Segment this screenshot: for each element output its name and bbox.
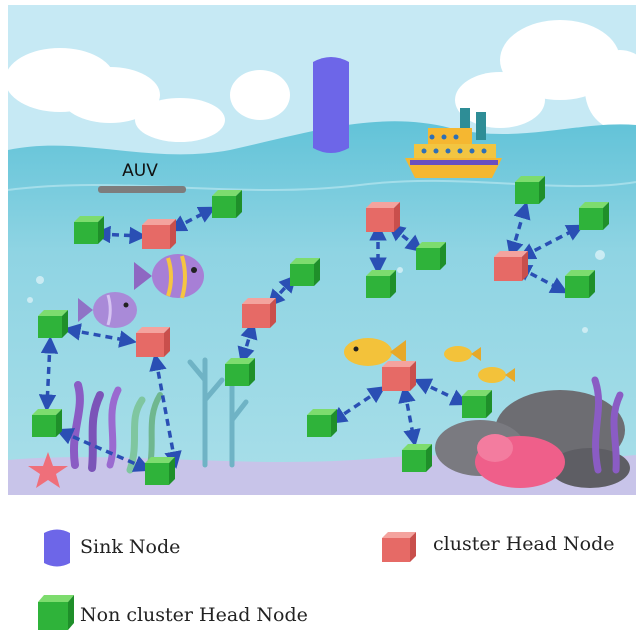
seaweed-right — [591, 376, 624, 474]
purple-fish-1 — [134, 254, 204, 299]
starfish — [28, 452, 68, 488]
non-cluster-head-node — [462, 390, 492, 418]
legend-non-cluster-head-node-label: Non cluster Head Node — [80, 604, 308, 626]
legend-cluster-head-node-label: cluster Head Node — [433, 533, 615, 555]
purple-fish-2 — [78, 292, 137, 328]
link — [506, 201, 531, 259]
non-cluster-head-node — [366, 270, 396, 298]
coral-branches — [187, 357, 249, 468]
wave-line — [7, 179, 637, 191]
non-cluster-head-node — [290, 258, 320, 286]
link — [237, 321, 258, 365]
non-cluster-head-node — [32, 409, 62, 437]
sink-node-icon — [44, 529, 70, 567]
non-cluster-head-node — [402, 444, 432, 472]
non-cluster-head-node — [225, 358, 255, 386]
link — [329, 386, 386, 424]
yellow-fish-2 — [444, 346, 481, 362]
non-cluster-head-node — [74, 216, 104, 244]
non-cluster-head-node — [212, 190, 242, 218]
bubbles — [27, 250, 605, 333]
legend-sink-node — [40, 527, 74, 573]
link — [63, 323, 137, 348]
cluster-head-node — [366, 202, 400, 232]
auv-vehicle — [98, 186, 186, 193]
cluster-head-node — [382, 361, 416, 391]
yellow-fish-1 — [344, 338, 406, 366]
network-links — [38, 201, 585, 472]
sink-node — [313, 57, 349, 153]
link — [168, 206, 217, 232]
cluster-head-node — [242, 298, 276, 328]
pink-coral — [475, 434, 565, 488]
legend-cluster-head-node — [378, 528, 420, 568]
legend-non-cluster-head-node — [34, 592, 76, 636]
link — [413, 378, 469, 406]
non-cluster-head-node — [416, 242, 446, 270]
non-cluster-head-node — [515, 176, 545, 204]
underwater-network-scene: AUV — [5, 5, 644, 496]
non-cluster-head-node — [307, 409, 337, 437]
legend-sink-node-label: Sink Node — [80, 536, 181, 558]
cluster-head-node — [136, 327, 170, 357]
link — [93, 225, 147, 245]
cluster-head-node — [142, 219, 176, 249]
non-cluster-head-node-icon — [38, 595, 74, 630]
non-cluster-head-node — [565, 270, 595, 298]
clouds — [5, 20, 644, 142]
non-cluster-head-node — [579, 202, 609, 230]
link — [387, 223, 424, 253]
link — [38, 336, 59, 412]
link — [517, 224, 585, 260]
link — [398, 385, 421, 447]
ship — [405, 108, 502, 178]
non-cluster-head-node — [38, 310, 68, 338]
non-cluster-head-node — [145, 457, 175, 485]
link — [513, 264, 569, 294]
link — [55, 428, 152, 472]
cluster-head-node — [494, 251, 528, 281]
cluster-head-node-icon — [382, 532, 416, 562]
yellow-fish-3 — [478, 367, 515, 383]
auv-label: AUV — [122, 161, 158, 181]
link — [149, 353, 182, 469]
